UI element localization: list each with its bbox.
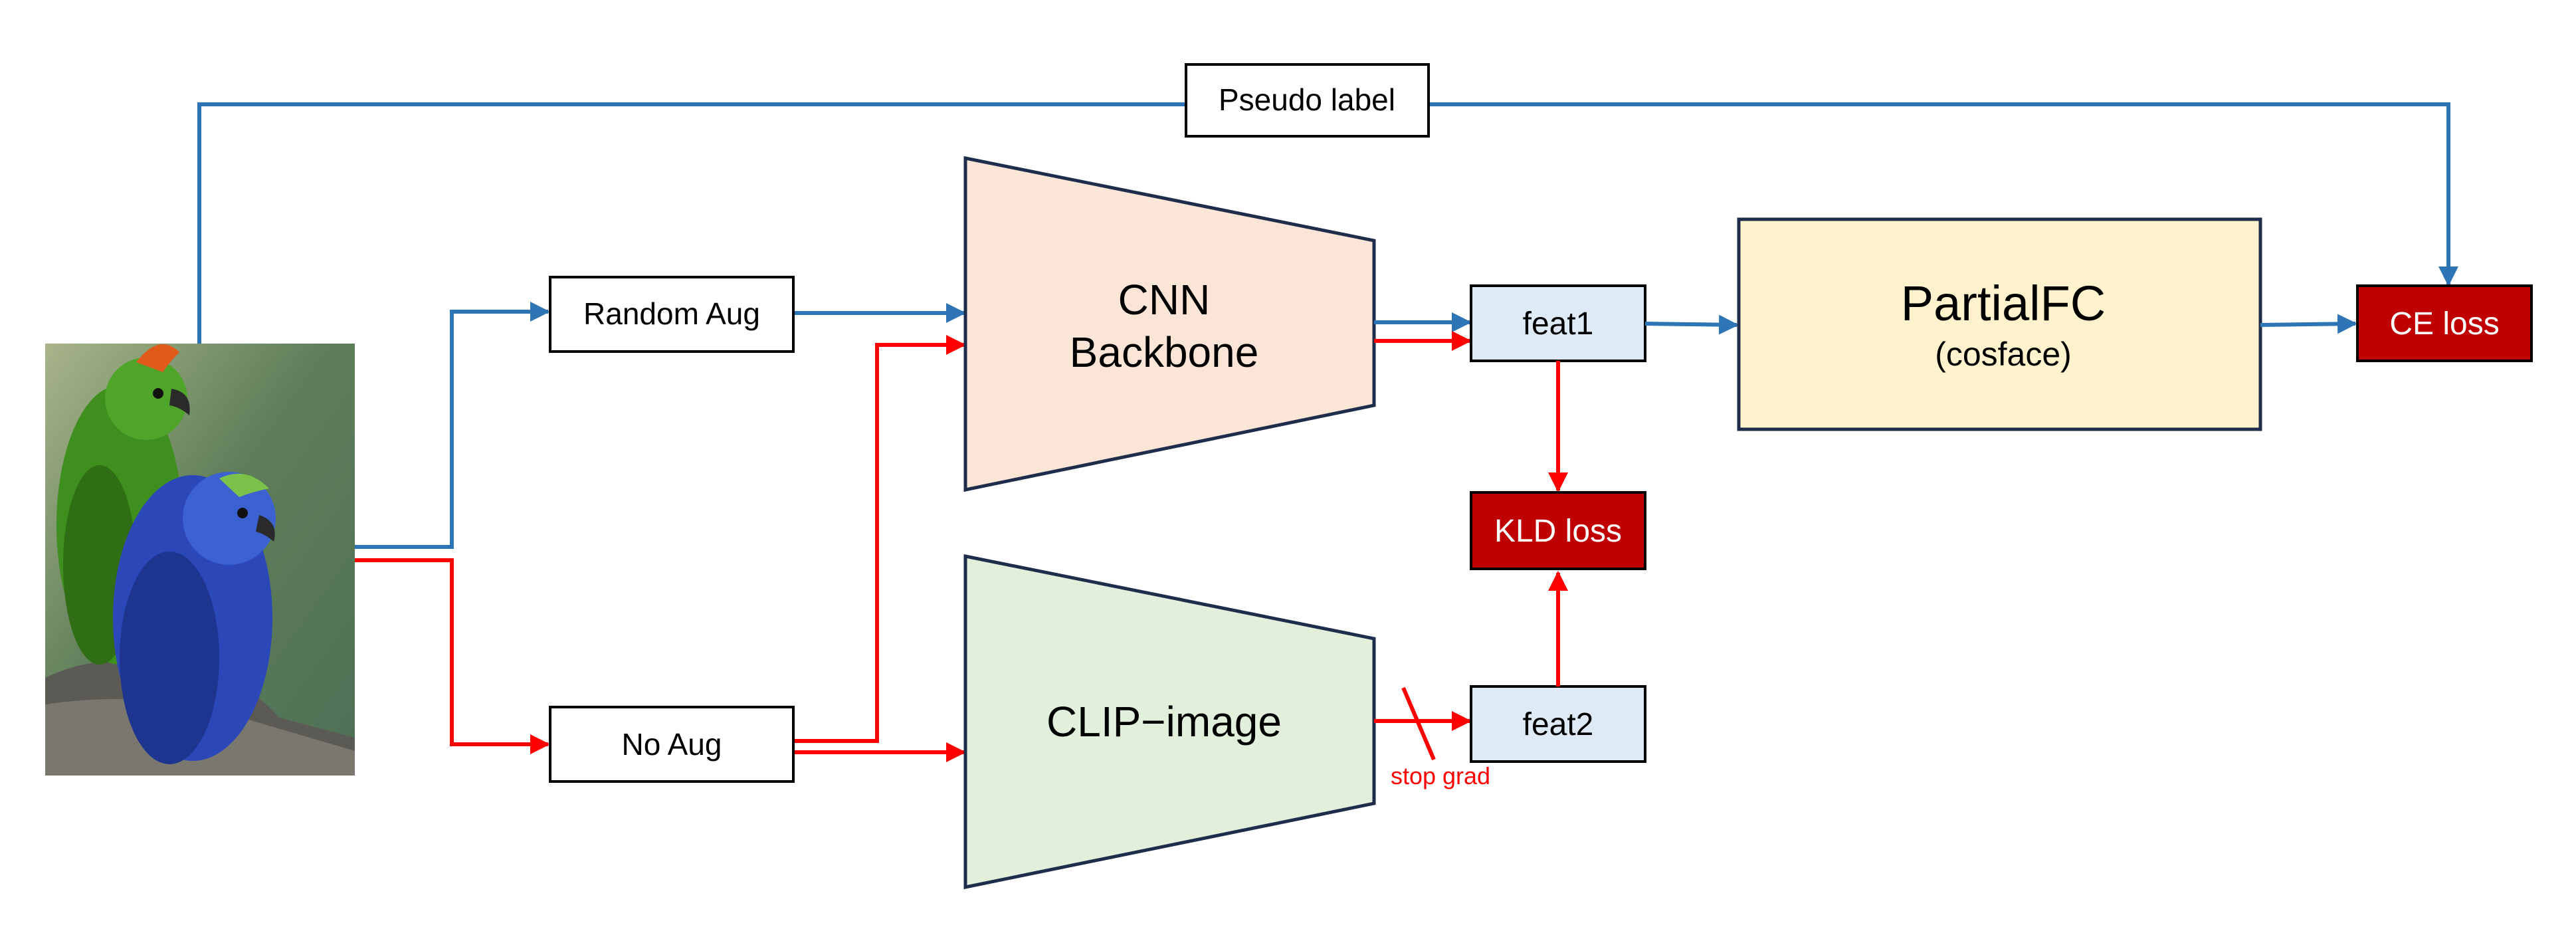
feat1-box: feat1 (1470, 284, 1646, 362)
pseudo-label-text: Pseudo label (1219, 82, 1395, 117)
random-aug-box: Random Aug (549, 276, 795, 353)
cnn-backbone-label-line2: Backbone (1070, 328, 1259, 376)
feat2-label: feat2 (1523, 707, 1594, 742)
stop-grad-slash-icon (1401, 686, 1436, 761)
ce-loss-label: CE loss (2389, 306, 2499, 342)
no-aug-box: No Aug (549, 706, 795, 783)
clip-image-label: CLIP−image (1046, 698, 1282, 746)
kld-loss-box: KLD loss (1470, 491, 1646, 570)
no-aug-label: No Aug (622, 727, 722, 762)
partialfc-subtitle: (cosface) (1935, 336, 2072, 373)
no-aug-to-cnn-arrow (795, 335, 966, 743)
stop-grad-label: stop grad (1391, 762, 1490, 789)
random-aug-label: Random Aug (583, 296, 760, 331)
pseudo-label-path (197, 102, 2458, 344)
kld-loss-label: KLD loss (1494, 514, 1622, 549)
cnn-backbone-label-line1: CNN (1118, 276, 1211, 324)
image-to-random-aug-arrow (355, 302, 550, 549)
partialfc-block: PartialFC (cosface) (1737, 217, 2262, 431)
parrots-photo-icon (45, 344, 355, 776)
clip-image-block: CLIP−image (963, 554, 1376, 890)
partialfc-to-ce-arrow (2260, 314, 2357, 334)
feat1-label: feat1 (1523, 306, 1594, 342)
feat1-to-partialfc-arrow (1644, 314, 1739, 335)
pseudo-label-box: Pseudo label (1185, 63, 1430, 138)
partialfc-title: PartialFC (1901, 276, 2106, 331)
cnn-backbone-block: CNN Backbone (963, 156, 1376, 492)
ce-loss-box: CE loss (2356, 284, 2533, 362)
image-to-no-aug-arrow (355, 558, 550, 754)
feat2-box: feat2 (1470, 685, 1646, 763)
